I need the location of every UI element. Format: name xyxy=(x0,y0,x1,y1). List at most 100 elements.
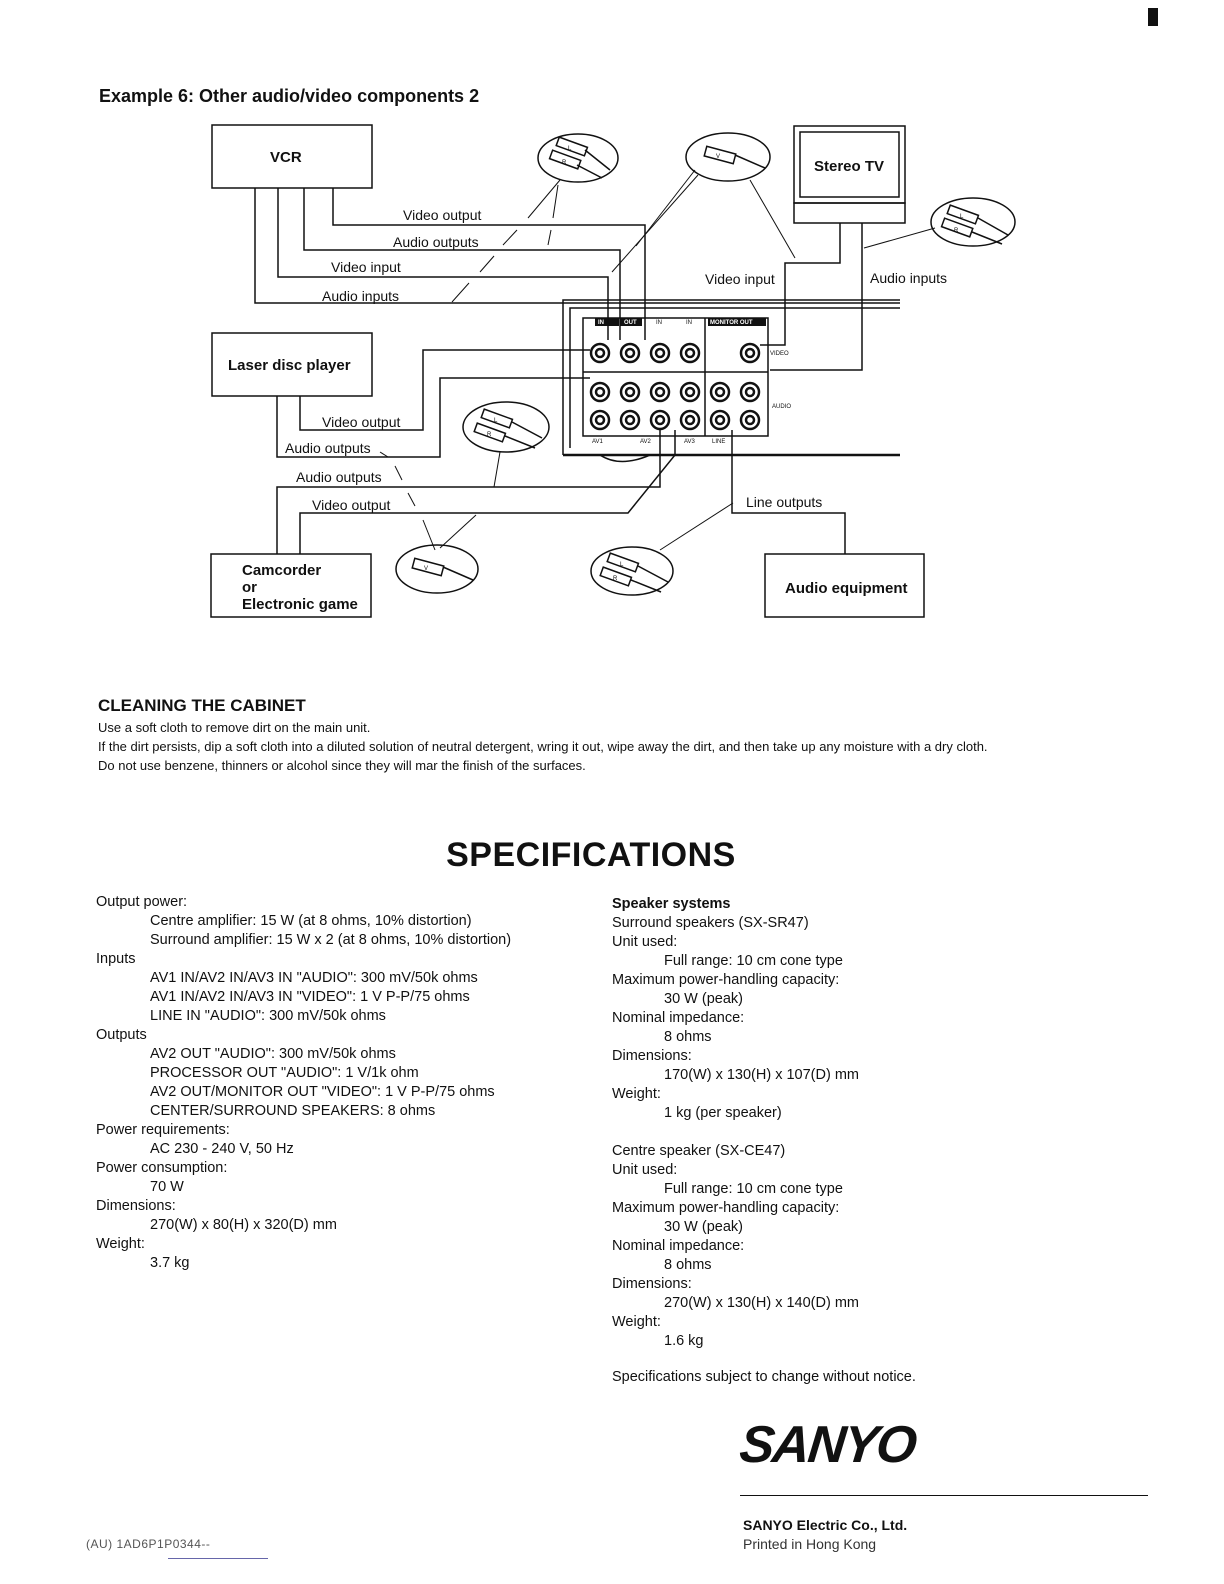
vcr-audio-outputs-label: Audio outputs xyxy=(393,234,479,250)
leader-lines xyxy=(379,169,936,551)
spec-surround-weight: Weight: xyxy=(612,1086,661,1102)
specs-left-column: Output power: Centre amplifier: 15 W (at… xyxy=(96,893,511,1273)
spec-dimensions: Dimensions: xyxy=(96,1198,176,1214)
panel-av2: AV2 xyxy=(640,439,652,445)
stereo-tv-base xyxy=(793,202,906,224)
vcr-wires xyxy=(254,188,900,340)
plug-pair-laser xyxy=(462,401,550,453)
spec-centre-dimensions-val: 270(W) x 130(H) x 140(D) mm xyxy=(664,1295,859,1311)
spec-surround-unit-val: Full range: 10 cm cone type xyxy=(664,953,843,969)
spec-centre-impedance-val: 8 ohms xyxy=(664,1257,712,1273)
plug-r-line: R xyxy=(613,576,618,582)
spec-in-audio: AV1 IN/AV2 IN/AV3 IN "AUDIO": 300 mV/50k… xyxy=(150,970,478,986)
tv-audio-inputs-label: Audio inputs xyxy=(870,270,947,286)
spec-centre-weight: Weight: xyxy=(612,1314,661,1330)
stereo-tv-label: Stereo TV xyxy=(814,158,884,175)
spec-centre-amp: Centre amplifier: 15 W (at 8 ohms, 10% d… xyxy=(150,913,472,929)
panel-audio: AUDIO xyxy=(772,404,791,410)
spec-centre-dimensions: Dimensions: xyxy=(612,1276,692,1292)
code-underline xyxy=(168,1558,268,1559)
spec-av2-out-audio: AV2 OUT "AUDIO": 300 mV/50k ohms xyxy=(150,1046,396,1062)
vcr-video-output-label: Video output xyxy=(403,207,481,223)
spec-surround-weight-val: 1 kg (per speaker) xyxy=(664,1105,782,1121)
spec-centre-unit-val: Full range: 10 cm cone type xyxy=(664,1181,843,1197)
spec-centre-impedance: Nominal impedance: xyxy=(612,1238,745,1254)
panel-out: OUT xyxy=(624,320,637,326)
spec-surround-impedance-val: 8 ohms xyxy=(664,1029,712,1045)
panel-in-3: IN xyxy=(686,320,692,326)
camcorder-box xyxy=(210,553,372,618)
panel-monitor-out: MONITOR OUT xyxy=(710,320,753,326)
plug-r-vcr: R xyxy=(562,160,567,166)
sanyo-logo: SANYO xyxy=(736,1416,918,1474)
camcorder-line-1: Camcorder xyxy=(242,562,321,579)
spec-centre-unit-used: Unit used: xyxy=(612,1162,678,1178)
spec-surround-model: Surround speakers (SX-SR47) xyxy=(612,915,809,931)
vcr-video-input-label: Video input xyxy=(331,259,401,275)
spec-surround-max-power: Maximum power-handling capacity: xyxy=(612,972,840,988)
spec-in-video: AV1 IN/AV2 IN/AV3 IN "VIDEO": 1 V P-P/75… xyxy=(150,989,470,1005)
spec-surround-impedance: Nominal impedance: xyxy=(612,1010,745,1026)
spec-power-cons: Power consumption: xyxy=(96,1160,228,1176)
spec-centre-max-power-val: 30 W (peak) xyxy=(664,1219,743,1235)
stereo-tv-screen xyxy=(799,131,900,198)
laser-disc-box xyxy=(211,332,373,397)
example-title: Example 6: Other audio/video components … xyxy=(99,86,480,106)
plug-l-tv: L xyxy=(960,214,964,220)
printed-in: Printed in Hong Kong xyxy=(743,1536,877,1552)
spec-surround-amp: Surround amplifier: 15 W x 2 (at 8 ohms,… xyxy=(150,932,512,948)
cleaning-line-1: Use a soft cloth to remove dirt on the m… xyxy=(98,720,371,735)
specs-note: Specifications subject to change without… xyxy=(612,1369,916,1385)
spec-centre-model: Centre speaker (SX-CE47) xyxy=(612,1143,786,1159)
spec-speaker-systems: Speaker systems xyxy=(612,896,731,912)
cleaning-line-2: If the dirt persists, dip a soft cloth i… xyxy=(98,739,988,754)
panel-video: VIDEO xyxy=(770,351,789,357)
document-code: (AU) 1AD6P1P0344-- xyxy=(86,1537,211,1551)
laser-disc-wires xyxy=(276,349,590,458)
plug-v-vcr: V xyxy=(716,154,720,160)
spec-weight: Weight: xyxy=(96,1236,145,1252)
cleaning-heading: CLEANING THE CABINET xyxy=(98,696,306,715)
footer-rule xyxy=(740,1495,1148,1496)
plug-l-laser: L xyxy=(494,418,498,424)
specs-right-column: Speaker systems Surround speakers (SX-SR… xyxy=(612,895,859,1351)
spec-power-req-val: AC 230 - 240 V, 50 Hz xyxy=(150,1141,294,1157)
plug-v-camcorder: V xyxy=(424,566,428,572)
camcorder-wires xyxy=(276,430,676,554)
panel-in-2: IN xyxy=(656,320,662,326)
spec-weight-val: 3.7 kg xyxy=(150,1255,190,1271)
camcorder-line-3: Electronic game xyxy=(242,596,358,613)
plug-video-camcorder xyxy=(395,544,479,594)
vcr-audio-inputs-label: Audio inputs xyxy=(322,288,399,304)
laser-disc-label: Laser disc player xyxy=(228,357,351,374)
vcr-box xyxy=(211,124,373,189)
plug-r-laser: R xyxy=(487,432,492,438)
spec-processor-out: PROCESSOR OUT "AUDIO": 1 V/1k ohm xyxy=(150,1065,419,1081)
line-outputs-label: Line outputs xyxy=(746,494,822,510)
vcr-label: VCR xyxy=(270,149,302,166)
spec-surround-dimensions-val: 170(W) x 130(H) x 107(D) mm xyxy=(664,1067,859,1083)
spec-monitor-out-video: AV2 OUT/MONITOR OUT "VIDEO": 1 V P-P/75 … xyxy=(150,1084,495,1100)
spec-line-in: LINE IN "AUDIO": 300 mV/50k ohms xyxy=(150,1008,386,1024)
panel-av1: AV1 xyxy=(592,439,604,445)
panel-in-1: IN xyxy=(598,320,604,326)
company-name: SANYO Electric Co., Ltd. xyxy=(743,1517,908,1533)
plug-video-vcr xyxy=(685,132,771,182)
spec-centre-max-power: Maximum power-handling capacity: xyxy=(612,1200,840,1216)
spec-surround-dimensions: Dimensions: xyxy=(612,1048,692,1064)
specifications-heading: SPECIFICATIONS xyxy=(446,836,736,874)
plug-pair-line xyxy=(590,546,674,596)
spec-inputs: Inputs xyxy=(96,951,136,967)
ld-video-output-label: Video output xyxy=(322,414,400,430)
spec-power-req: Power requirements: xyxy=(96,1122,230,1138)
panel-av3: AV3 xyxy=(684,439,696,445)
cam-video-output-label: Video output xyxy=(312,497,390,513)
line-outputs-wire xyxy=(731,430,846,554)
cam-audio-outputs-label: Audio outputs xyxy=(296,469,382,485)
cleaning-line-3: Do not use benzene, thinners or alcohol … xyxy=(98,758,586,773)
plug-pair-tv xyxy=(930,197,1016,247)
plug-l-line: L xyxy=(620,562,624,568)
spec-outputs: Outputs xyxy=(96,1027,147,1043)
spec-power-cons-val: 70 W xyxy=(150,1179,184,1195)
spec-speakers: CENTER/SURROUND SPEAKERS: 8 ohms xyxy=(150,1103,436,1119)
